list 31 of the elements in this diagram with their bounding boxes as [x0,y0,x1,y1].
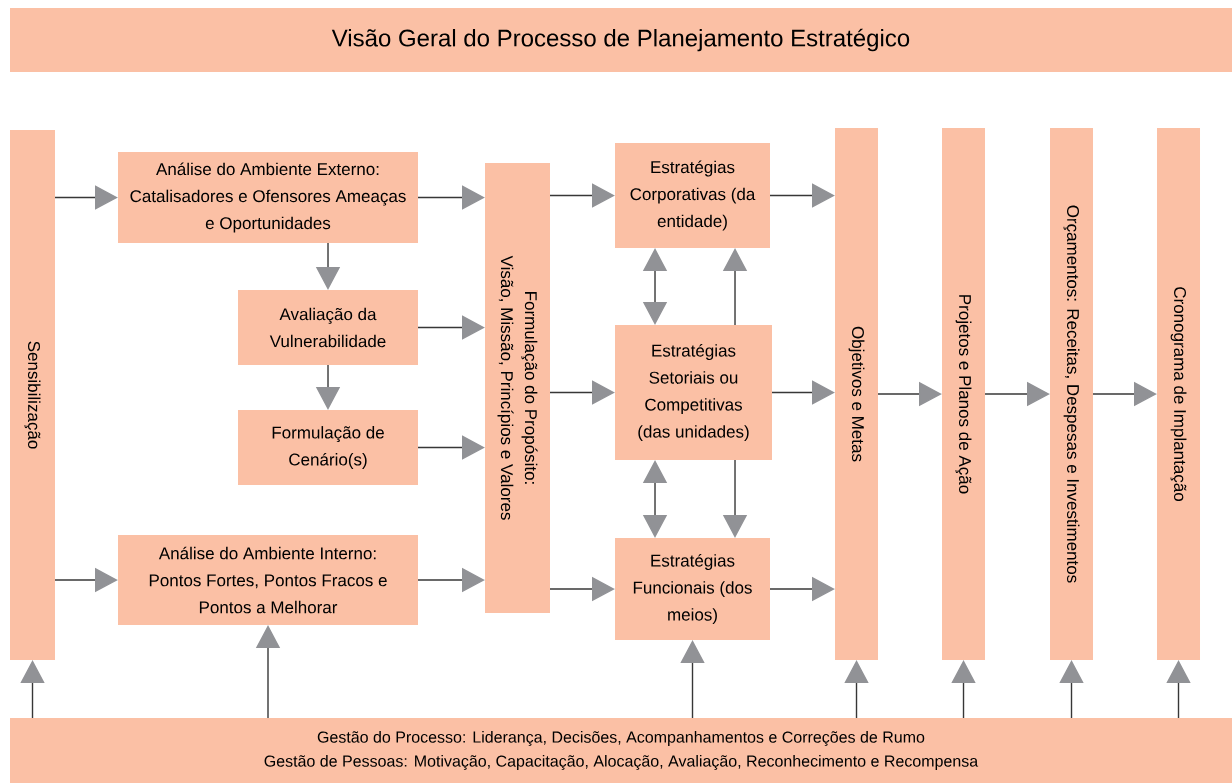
footer-band: Gestão do Processo: Liderança, Decisões, Acompanhamentos e Correções de Rumo Gestão de Pessoas: Motivação, Capacitação, Alocação, Avaliação, Reconhecimento e Recompensa [10,718,1232,783]
arrow [417,435,485,460]
arrow [1059,660,1084,719]
arrow [417,315,485,340]
process-box: Estratégias Funcionais (dos meios) [615,538,770,640]
arrow [417,185,485,210]
process-box: Estratégias Setoriais ou Competitivas (das unidades) [615,325,772,460]
vertical-band: Projetos e Planos de Ação [942,128,985,660]
process-box: Análise do Ambiente Externo: Catalisadores e Ofensores Ameaças e Oportunidades [118,152,418,243]
process-box: Avaliação da Vulnerabilidade [238,290,418,365]
arrow [20,660,45,719]
process-box: Estratégias Corporativas (da entidade) [615,143,770,248]
arrow [54,185,118,210]
vertical-band: Orçamentos: Receitas, Despesas e Investimentos [1050,128,1093,660]
vertical-band: Formulação do Propósito: Visão, Missão, Princípios e Valores [485,163,550,613]
arrow [642,248,668,325]
arrow [769,183,835,208]
arrow [771,380,835,405]
arrow [1166,660,1191,719]
vertical-band: Objetivos e Metas [835,128,878,660]
vertical-band: Sensibilização [10,130,55,660]
arrow [844,660,869,719]
arrow [642,460,668,538]
arrow [951,660,976,719]
process-box: Formulação de Cenário(s) [238,410,418,485]
arrow [549,183,615,208]
title-band: Visão Geral do Processo de Planejamento Estratégico [10,8,1232,72]
vertical-band: Cronograma de Implantação [1157,128,1200,660]
arrow [680,640,705,719]
arrow [549,380,615,405]
process-box: Análise do Ambiente Interno: Pontos Fortes, Pontos Fracos e Pontos a Melhorar [118,535,418,625]
